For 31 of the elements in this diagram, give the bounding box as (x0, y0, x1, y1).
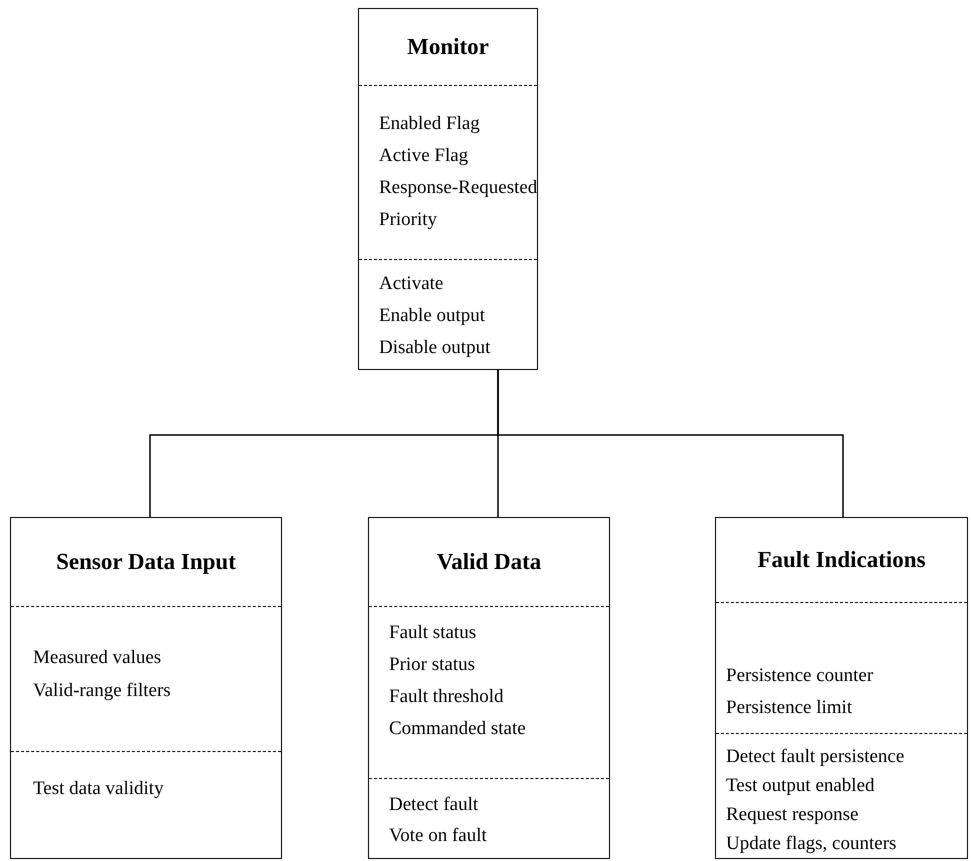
class-name: Sensor Data Input (56, 548, 236, 576)
attribute-text: Persistence limit (726, 696, 852, 720)
class-name: Fault Indications (757, 546, 926, 574)
attribute-text: Enabled Flag (379, 112, 480, 136)
operation-text: Request response (726, 803, 858, 827)
connector-line (497, 370, 844, 517)
attribute-text: Fault threshold (389, 685, 504, 709)
attribute-text: Response-Requested (379, 176, 538, 200)
operation-text: Enable output (379, 304, 486, 328)
attribute-text: Active Flag (379, 144, 468, 168)
operation-text: Detect fault persistence (726, 745, 904, 769)
operation-text: Activate (379, 272, 444, 296)
class-name: Valid Data (436, 548, 542, 576)
class-box (368, 517, 610, 859)
attribute-text: Measured values (33, 646, 162, 670)
operation-text: Test output enabled (726, 774, 875, 798)
operation-text: Update flags, counters (726, 832, 896, 856)
operation-text: Vote on fault (389, 824, 487, 848)
class-box (715, 517, 968, 859)
attribute-text: Fault status (389, 621, 476, 645)
operation-text: Test data validity (33, 777, 164, 801)
class-box (358, 8, 538, 370)
operation-text: Disable output (379, 336, 490, 360)
attribute-text: Commanded state (389, 717, 526, 741)
operation-text: Detect fault (389, 793, 478, 817)
attribute-text: Valid-range filters (33, 679, 171, 703)
attribute-text: Prior status (389, 653, 476, 677)
class-box (10, 517, 282, 859)
attribute-text: Persistence counter (726, 664, 874, 688)
attribute-text: Priority (379, 208, 438, 232)
class-name: Monitor (407, 33, 489, 61)
